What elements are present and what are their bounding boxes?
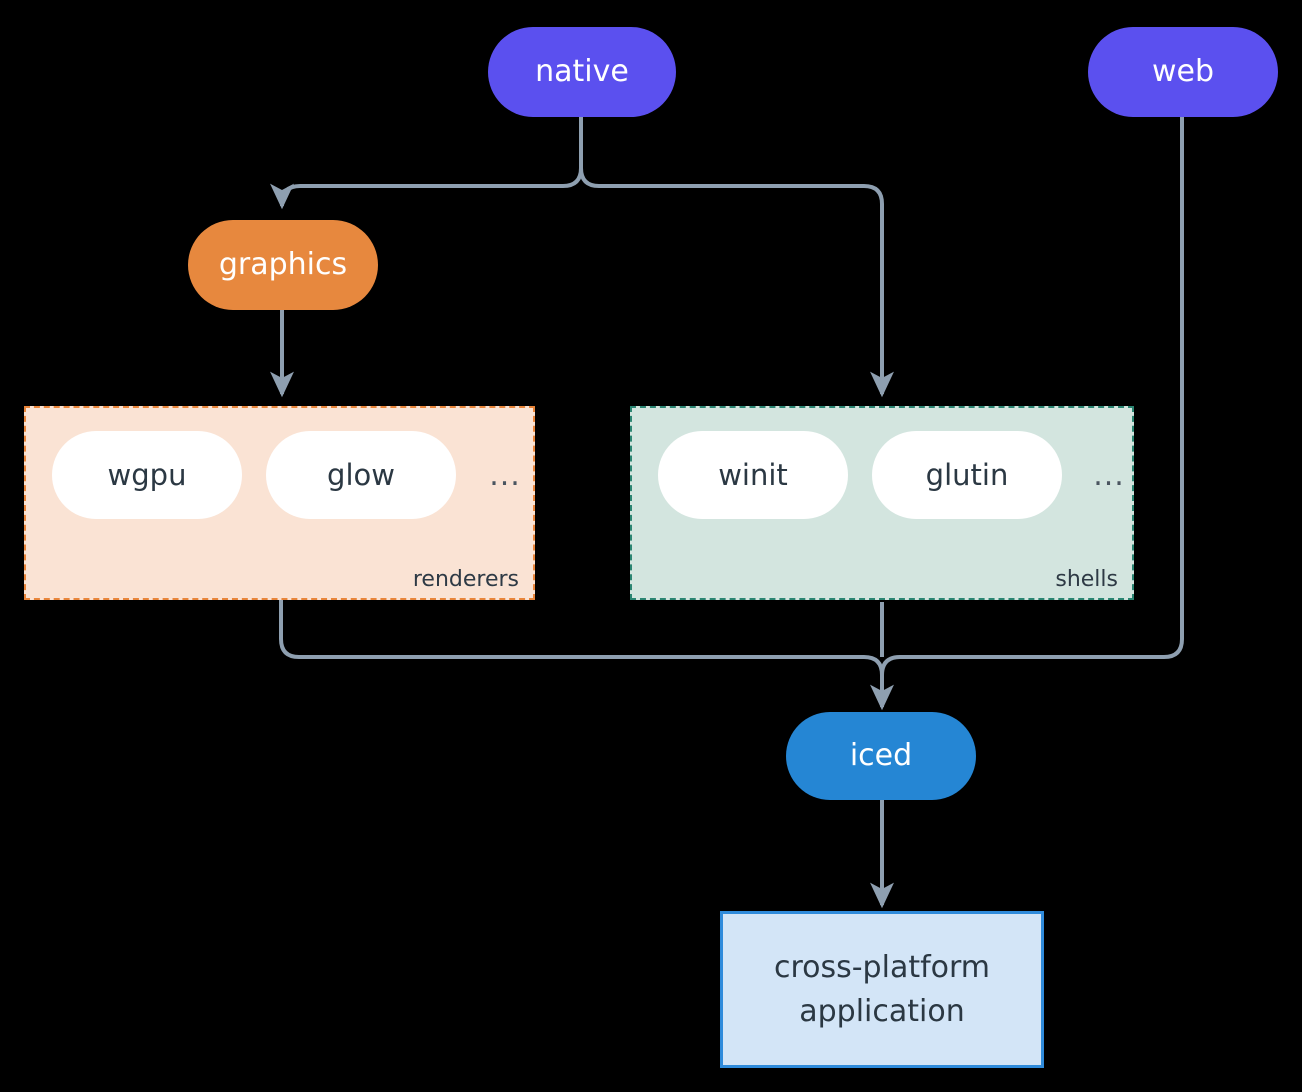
group-item-glutin-label: glutin [925,458,1009,492]
node-iced-label: iced [849,737,913,773]
group-shells[interactable]: winit glutin ... shells [630,406,1134,600]
renderers-overflow-ellipsis: ... [489,457,521,493]
group-item-wgpu-label: wgpu [107,458,187,492]
node-cross-platform-application[interactable]: cross-platform application [720,911,1044,1068]
application-text-block: cross-platform application [774,946,990,1033]
edge-bus-to-iced-right [880,655,901,676]
group-shells-label: shells [1055,567,1118,592]
group-item-glow[interactable]: glow [266,431,456,519]
node-iced[interactable]: iced [786,712,976,800]
edge-native-to-graphics [269,183,563,210]
edge-native-to-shells [579,167,894,398]
group-item-winit-label: winit [718,458,788,492]
node-graphics[interactable]: graphics [188,220,378,310]
node-web-label: web [1151,53,1215,89]
edge-renderers-to-bus [279,600,864,659]
group-renderers[interactable]: wgpu glow ... renderers [24,406,535,600]
node-graphics-label: graphics [218,246,348,282]
node-native-label: native [535,53,629,89]
node-native[interactable]: native [488,27,676,117]
group-item-glow-label: glow [327,458,395,492]
application-line-1: cross-platform [773,950,991,985]
group-item-winit[interactable]: winit [658,431,848,519]
shells-overflow-ellipsis: ... [1093,457,1125,493]
node-web[interactable]: web [1088,27,1278,117]
group-item-wgpu[interactable]: wgpu [52,431,242,519]
group-renderers-label: renderers [412,567,519,592]
application-line-2: application [799,993,965,1029]
edge-bus-to-iced [863,655,894,711]
edge-native-bus [562,116,583,188]
group-item-glutin[interactable]: glutin [872,431,1062,519]
